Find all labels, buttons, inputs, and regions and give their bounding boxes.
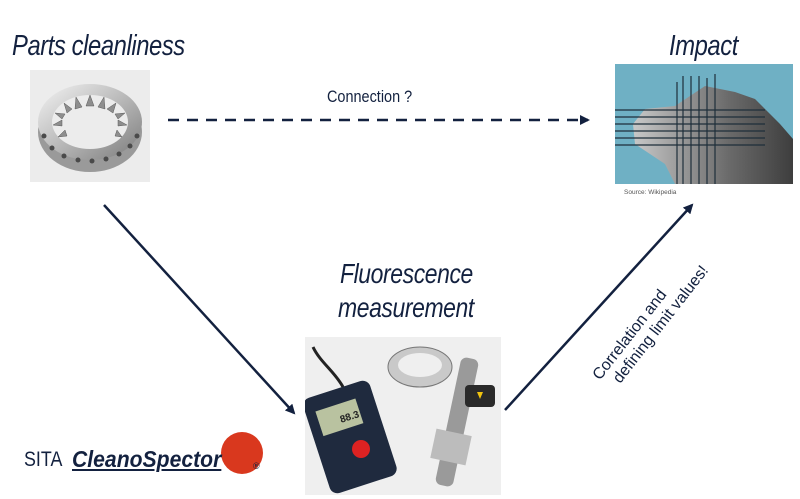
- coating-delamination-photo: [615, 64, 793, 184]
- logo-red-circle: [221, 432, 263, 474]
- fluorescence-title-line2: measurement: [338, 292, 474, 323]
- parts-cleanliness-title: Parts cleanliness: [12, 30, 185, 62]
- logo-prefix: SITA: [24, 448, 63, 471]
- impact-title: Impact: [669, 30, 738, 62]
- fluorescence-to-impact-arrow: [504, 203, 694, 411]
- connection-label: Connection ?: [327, 87, 413, 106]
- ring-gear-photo: [30, 70, 150, 182]
- parts-to-fluorescence-arrow: [103, 204, 296, 415]
- image-source-caption: Source: Wikipedia: [624, 189, 677, 196]
- sita-cleanospector-logo: SITA CleanoSpector ®: [24, 432, 274, 483]
- fluorescence-meter-photo: [305, 337, 501, 495]
- logo-registered-mark: ®: [253, 461, 260, 471]
- fluorescence-title-line1: Fluorescence: [340, 258, 473, 289]
- logo-brand: CleanoSpector: [72, 446, 222, 472]
